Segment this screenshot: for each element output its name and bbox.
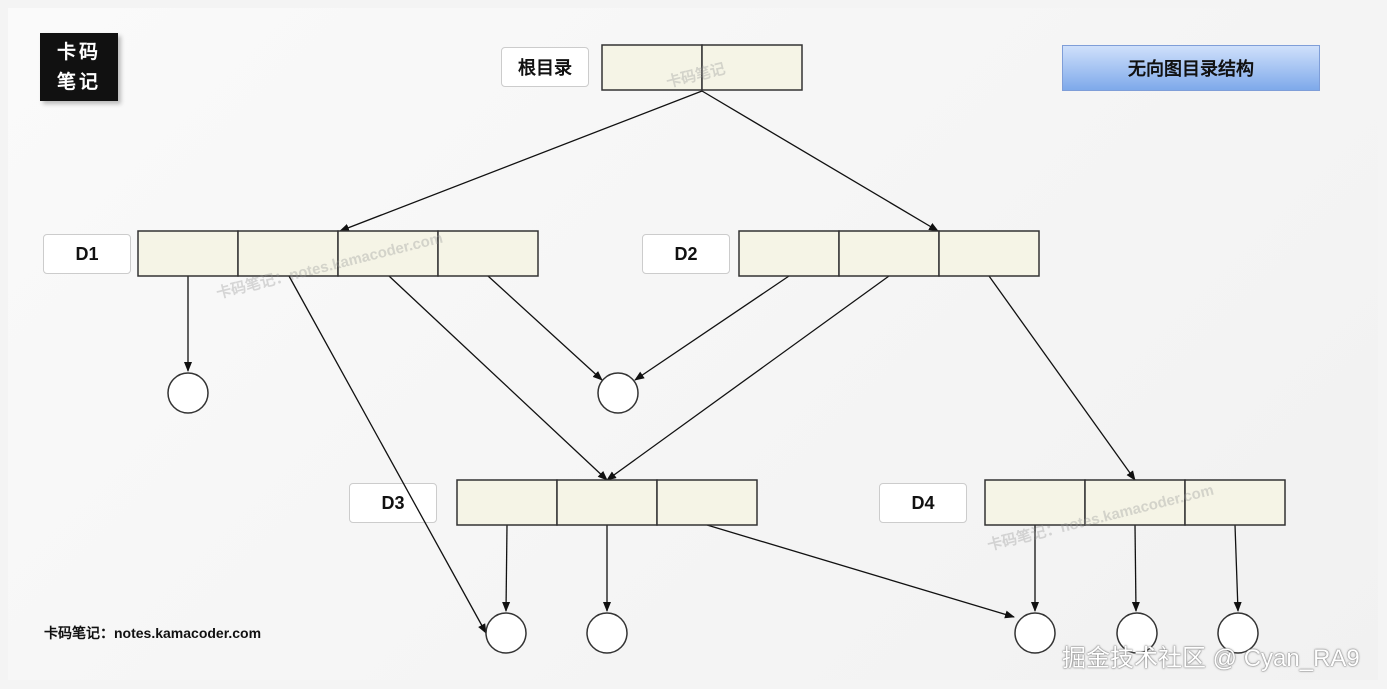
logo-line-1: 卡码 xyxy=(56,41,101,63)
d3-cell-3 xyxy=(656,479,758,526)
edge-arrow-10 xyxy=(502,524,511,612)
diagram-title: 无向图目录结构 xyxy=(1062,45,1320,91)
d4-label: D4 xyxy=(879,483,967,523)
file-node-n5 xyxy=(1014,612,1056,654)
d2-cell-2 xyxy=(838,230,940,277)
edge-arrow-12 xyxy=(706,524,1015,619)
edge-arrow-2 xyxy=(701,90,939,232)
d2-label: D2 xyxy=(642,234,730,274)
d3-cell-2 xyxy=(556,479,658,526)
edge-arrow-7 xyxy=(634,275,790,381)
d1-cell-3 xyxy=(337,230,439,277)
d1-cell-4 xyxy=(437,230,539,277)
edge-arrow-6 xyxy=(487,275,603,381)
file-node-n6 xyxy=(1116,612,1158,654)
d2-cell-1 xyxy=(738,230,840,277)
edge-arrow-4 xyxy=(288,275,487,634)
root-label: 根目录 xyxy=(501,47,589,87)
edge-arrow-14 xyxy=(1131,524,1140,612)
d1-label: D1 xyxy=(43,234,131,274)
logo-line-2: 笔记 xyxy=(56,71,101,93)
diagram-background xyxy=(8,8,1378,680)
footer-url: 卡码笔记：notes.kamacoder.com xyxy=(44,625,262,641)
file-nodes-group xyxy=(167,372,1259,654)
d3-cell-1 xyxy=(456,479,558,526)
edge-arrow-8 xyxy=(606,275,890,481)
d1-cell-2 xyxy=(237,230,339,277)
root-cell-2 xyxy=(701,44,803,91)
footer-credit: 掘金技术社区 @ Cyan_RA9 xyxy=(1062,645,1360,672)
directory-blocks-group xyxy=(137,44,1286,526)
file-node-n1 xyxy=(167,372,209,414)
edges-group xyxy=(184,90,1242,634)
edge-arrow-9 xyxy=(988,275,1136,481)
file-node-n4 xyxy=(586,612,628,654)
root-cell-1 xyxy=(601,44,703,91)
d2-cell-3 xyxy=(938,230,1040,277)
edge-arrow-1 xyxy=(339,90,703,232)
d4-cell-3 xyxy=(1184,479,1286,526)
file-node-n3 xyxy=(485,612,527,654)
file-node-n2 xyxy=(597,372,639,414)
edge-arrow-5 xyxy=(388,275,608,481)
kama-notes-logo: 卡码 笔记 xyxy=(40,33,118,101)
edge-arrow-15 xyxy=(1233,524,1242,612)
d1-cell-1 xyxy=(137,230,239,277)
file-node-n7 xyxy=(1217,612,1259,654)
